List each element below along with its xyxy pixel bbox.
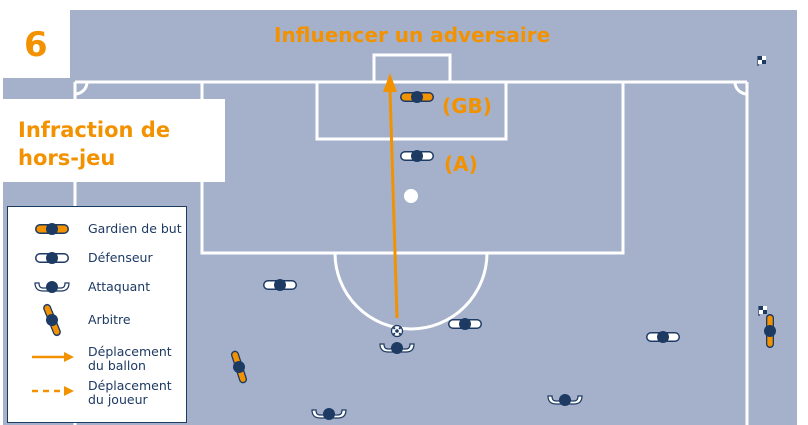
legend-item-goalkeeper: Gardien de but [8,215,188,249]
diagram-title: Influencer un adversaire [274,23,551,47]
ball-icon [390,324,404,338]
legend-item-defender: Défenseur [8,244,188,278]
goalkeeper-player [400,91,434,103]
attacker-a-player [400,150,434,162]
legend-item-referee: Arbitre [8,299,188,339]
dashed-arrow-icon [32,386,74,396]
defender-player [448,318,482,330]
subtitle-line-2: hors-jeu [18,146,116,170]
legend-label-defender: Défenseur [88,250,153,265]
subtitle-box [0,99,225,182]
referee-icon [40,301,64,339]
defender-player [263,279,297,291]
goal [372,53,452,84]
subtitle: Infraction de hors-jeu [18,116,170,172]
legend-label-referee: Arbitre [88,312,131,327]
legend: Gardien de but Défenseur Attaquant Arbit… [7,206,187,423]
number-box: 6 [0,0,70,78]
legend-item-attacker: Attaquant [8,273,188,307]
penalty-arc [333,252,489,331]
legend-item-player-movement: Déplacement du joueur [8,379,188,413]
pitch-lines [73,53,749,425]
ball-movement-arrow [383,73,399,319]
goalkeeper-label: (GB) [442,94,492,118]
legend-label-attacker: Attaquant [88,279,151,294]
defender-player [646,331,680,343]
legend-item-ball-movement: Déplacement du ballon [8,345,188,379]
subtitle-line-1: Infraction de [18,118,171,142]
legend-label-player-movement: Déplacement du joueur [88,378,172,407]
legend-label-goalkeeper: Gardien de but [88,221,182,236]
card-number: 6 [24,25,48,65]
solid-arrow-icon [32,352,74,362]
attacker-label: (A) [444,152,478,176]
penalty-spot [404,189,418,203]
corner-arc-right [733,81,748,96]
corner-arc-left [74,81,89,96]
legend-label-ball-movement: Déplacement du ballon [88,344,172,373]
